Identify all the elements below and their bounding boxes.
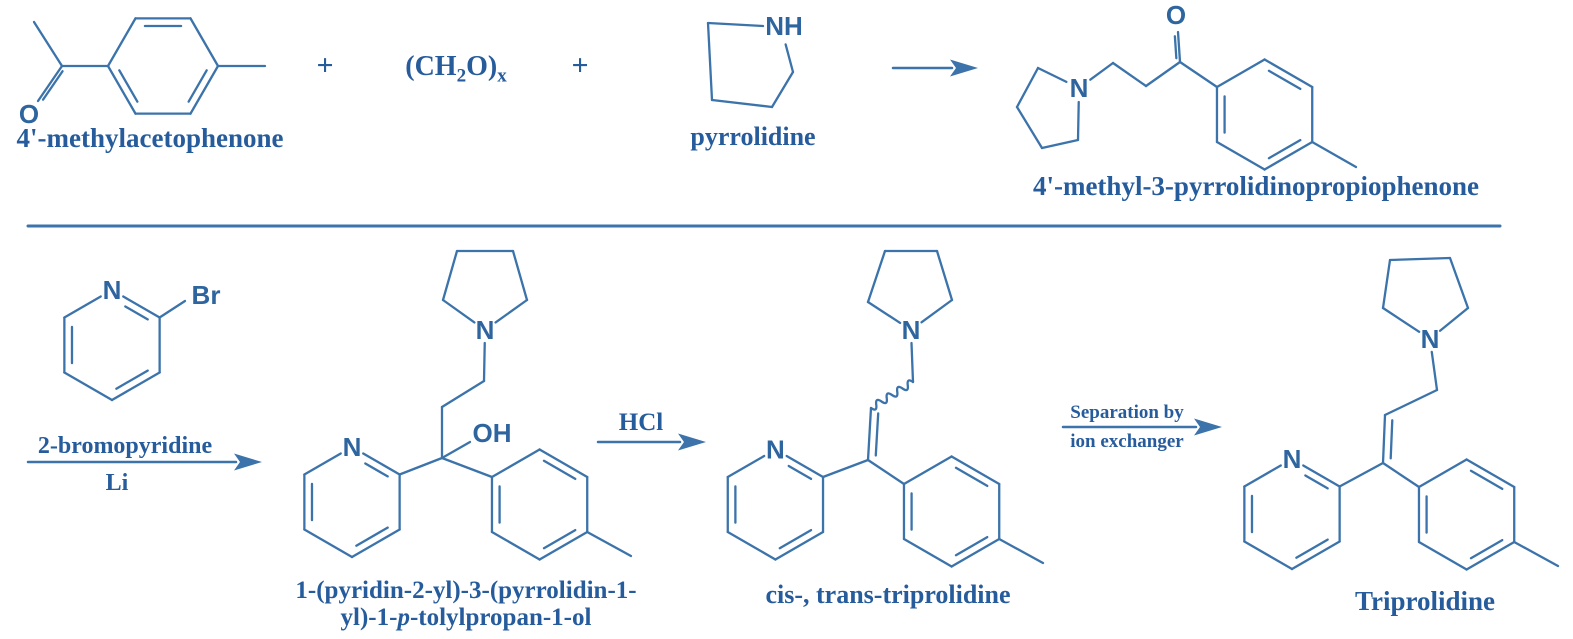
atom-label: N bbox=[343, 432, 362, 462]
caption-step3-line1: Separation by bbox=[1070, 402, 1184, 423]
plus-sign-1: + bbox=[316, 49, 334, 82]
caption-pyrrolidine: pyrrolidine bbox=[690, 122, 816, 151]
structure-4-methylacetophenone: O bbox=[19, 17, 267, 129]
atom-label: N bbox=[902, 315, 921, 345]
formula-subscript: x bbox=[497, 65, 507, 87]
atom-label: N bbox=[766, 435, 785, 465]
atom-label: N bbox=[476, 315, 495, 345]
arrow-step-0 bbox=[891, 59, 978, 77]
formula-text: (CH bbox=[405, 51, 457, 82]
arrow-step-3 bbox=[1061, 418, 1222, 436]
atom-label: N bbox=[1070, 73, 1089, 103]
caption-product-top: 4'-methyl-3-pyrrolidinopropiophenone bbox=[1032, 171, 1480, 201]
arrow-step-2 bbox=[596, 433, 706, 451]
atom-label: N bbox=[1421, 324, 1440, 354]
atom-label: N bbox=[1283, 444, 1302, 474]
plus-sign-2: + bbox=[571, 49, 589, 82]
arrowhead-icon bbox=[678, 433, 706, 451]
caption-intermediate1-line2: yl)-1-p-tolylpropan-1-ol bbox=[340, 603, 592, 631]
atom-label: NH bbox=[765, 11, 803, 41]
caption-step1-metal: Li bbox=[105, 470, 129, 496]
caption-step1-reagent: 2-bromopyridine bbox=[37, 433, 213, 459]
structure-2-bromopyridine: N Br bbox=[63, 275, 221, 402]
arrowhead-icon bbox=[234, 453, 262, 471]
formula-subscript: 2 bbox=[456, 65, 467, 87]
caption-step3-line2: ion exchanger bbox=[1070, 431, 1184, 452]
caption-methylacetophenone: 4'-methylacetophenone bbox=[16, 123, 284, 153]
caption-paraformaldehyde: (CH2O)x bbox=[405, 52, 506, 87]
structure-pyridinyl-pyrrolidinyl-tolylpropanol: OH N N bbox=[303, 249, 633, 561]
arrow-step-1 bbox=[26, 453, 262, 471]
arrowhead-icon bbox=[950, 59, 978, 77]
atom-label: O bbox=[19, 99, 39, 129]
structure-cis-trans-triprolidine: NN bbox=[726, 249, 1045, 568]
arrowhead-icon bbox=[1194, 418, 1222, 436]
atom-label: N bbox=[103, 275, 122, 305]
atom-label: Br bbox=[192, 280, 221, 310]
formula-text: O) bbox=[466, 51, 498, 82]
structure-4-methyl-3-pyrrolidinopropiophenone: ON bbox=[1015, 0, 1358, 171]
atom-label: OH bbox=[473, 418, 512, 448]
caption-intermediate1: 1-(pyridin-2-yl)-3-(pyrrolidin-1- yl)-1-… bbox=[295, 577, 637, 631]
atom-label: O bbox=[1166, 0, 1186, 30]
caption-intermediate1-line1: 1-(pyridin-2-yl)-3-(pyrrolidin-1- bbox=[295, 577, 637, 604]
caption-triprolidine: Triprolidine bbox=[1354, 586, 1496, 616]
caption-intermediate2: cis-, trans-triprolidine bbox=[765, 580, 1011, 609]
structure-triprolidine: NN bbox=[1243, 256, 1560, 571]
structure-pyrrolidine: NH bbox=[706, 11, 803, 109]
caption-step2-reagent: HCl bbox=[618, 409, 664, 436]
